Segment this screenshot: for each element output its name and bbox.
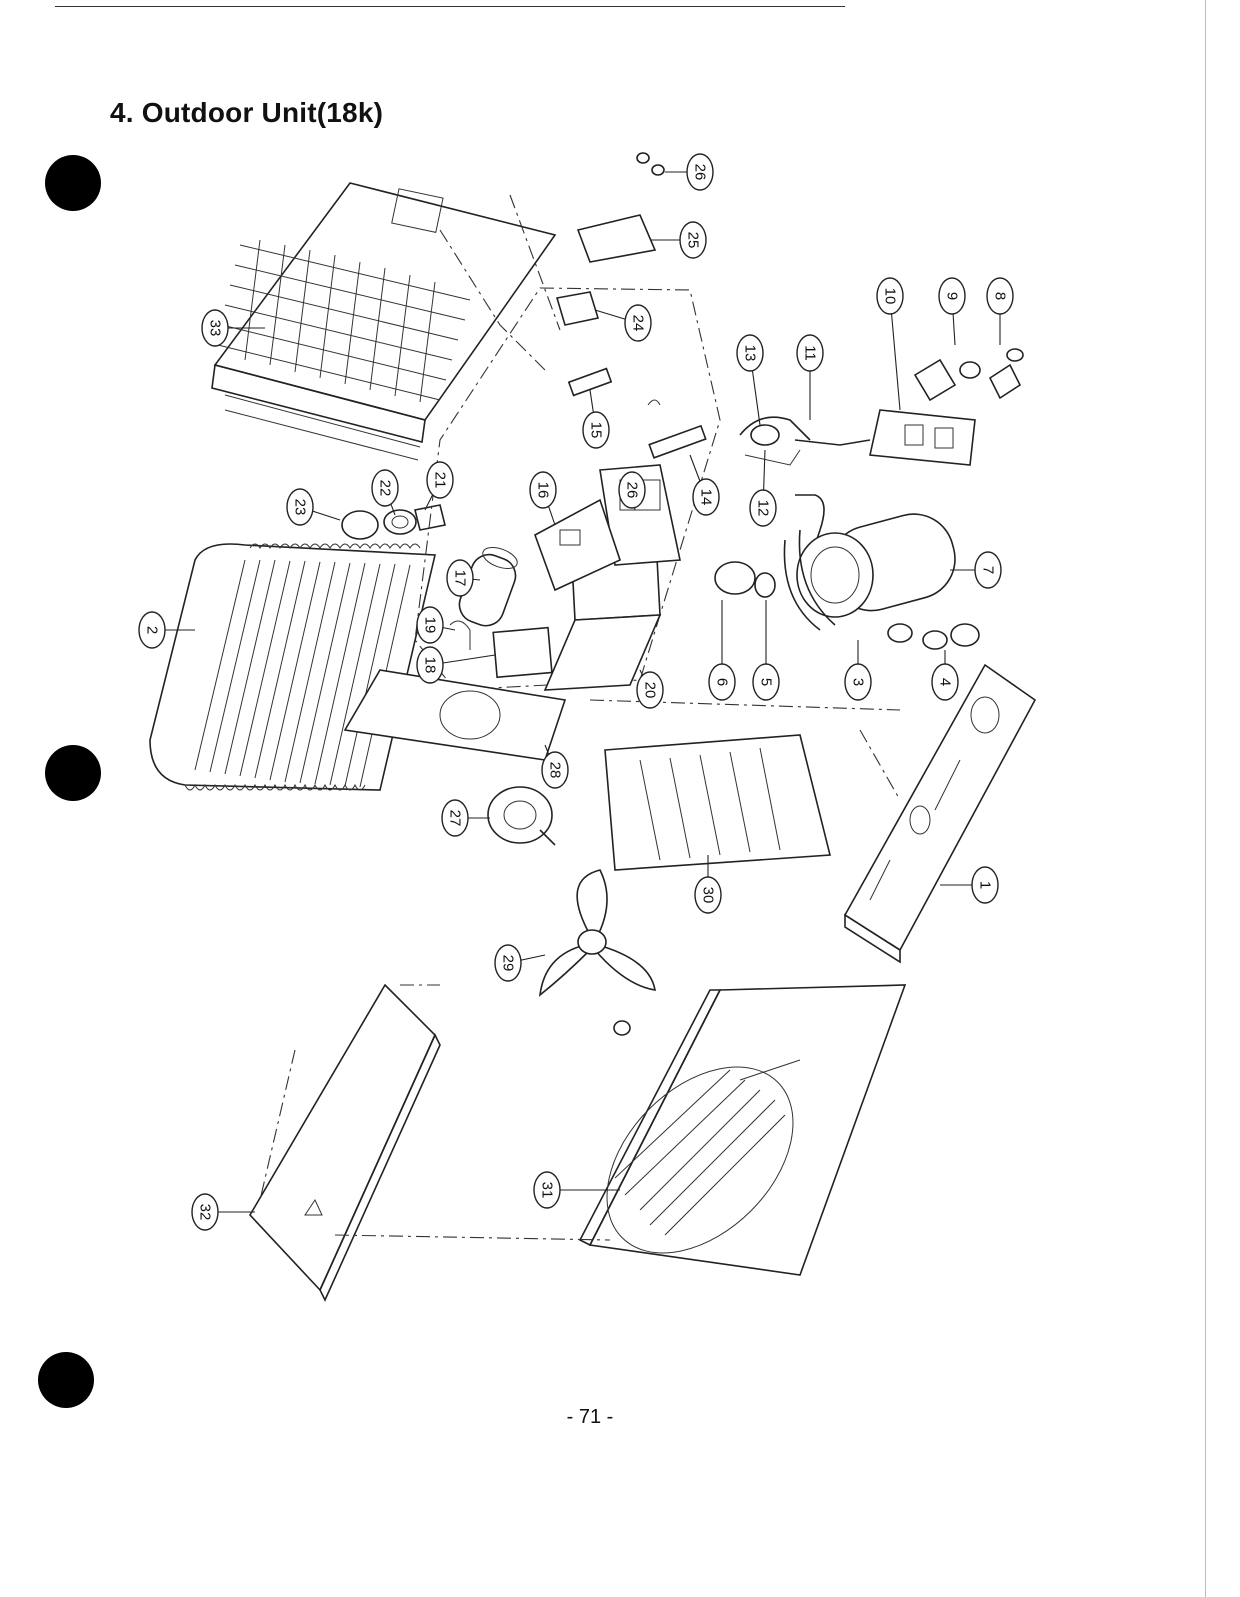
callout-circle — [441, 799, 469, 837]
compressor — [714, 494, 980, 650]
callout-label: 9 — [944, 292, 961, 300]
assembly-lines — [259, 194, 901, 1241]
callout-circle — [986, 277, 1014, 315]
callout-label: 25 — [685, 232, 702, 249]
top-cover-panel — [211, 182, 557, 461]
callout-label: 29 — [500, 955, 517, 972]
fan-propeller — [538, 869, 656, 1036]
callout-label: 20 — [642, 682, 659, 699]
callout-label: 26 — [692, 164, 709, 181]
callout-label: 23 — [292, 499, 309, 516]
callout-label: 16 — [535, 482, 552, 499]
callout-circle — [752, 663, 780, 701]
callout-circle — [974, 551, 1002, 589]
front-grille-panel — [578, 984, 907, 1276]
callout-circle — [494, 944, 522, 982]
side-panel — [249, 983, 441, 1302]
callout-circle — [541, 751, 569, 789]
callout-circle — [416, 646, 444, 684]
callout-label: 13 — [742, 345, 759, 362]
callout-label: 33 — [207, 320, 224, 337]
callout-label: 3 — [850, 678, 867, 686]
reversing-valve — [739, 416, 871, 466]
terminal-blocks — [567, 367, 707, 459]
pcb-board — [534, 498, 621, 592]
callout-circle — [736, 334, 764, 372]
callout-label: 14 — [698, 489, 715, 506]
callout-label: 12 — [755, 500, 772, 517]
callout-label: 22 — [377, 480, 394, 497]
callout-label: 21 — [432, 472, 449, 489]
callout-label: 10 — [882, 288, 899, 305]
callout-circle — [416, 606, 444, 644]
callout-label: 26 — [624, 482, 641, 499]
callout-circle — [844, 663, 872, 701]
callout-circle — [636, 671, 664, 709]
right-edge-rule — [1205, 0, 1206, 1597]
callout-circle — [371, 469, 399, 507]
callout-circle — [201, 309, 229, 347]
callout-circle — [426, 461, 454, 499]
callout-circle — [191, 1193, 219, 1231]
top-brackets — [555, 152, 665, 326]
callout-label: 6 — [714, 678, 731, 686]
callout-leader — [889, 295, 901, 411]
binder-hole-bottom — [38, 1352, 94, 1408]
callout-circle — [686, 153, 714, 191]
callout-label: 30 — [700, 887, 717, 904]
callout-circle — [582, 411, 610, 449]
page-number: - 71 - — [566, 1406, 614, 1428]
callout-circle — [446, 559, 474, 597]
callout-label: 2 — [144, 626, 161, 634]
callout-circle — [138, 611, 166, 649]
callout-label: 5 — [758, 678, 775, 686]
relay — [449, 620, 553, 679]
reactor-assembly — [341, 504, 446, 540]
callout-label: 24 — [630, 315, 647, 332]
callout-circle — [694, 876, 722, 914]
callout-label: 28 — [547, 762, 564, 779]
callout-label: 27 — [447, 810, 464, 827]
callout-label: 32 — [197, 1204, 214, 1221]
callout-circle — [624, 304, 652, 342]
page-title: 4. Outdoor Unit(18k) — [110, 97, 384, 128]
callout-label: 18 — [422, 657, 439, 674]
motor-bracket — [343, 669, 567, 761]
callout-circle — [286, 488, 314, 526]
callout-label: 8 — [992, 292, 1009, 300]
binder-hole-middle — [45, 745, 101, 801]
callout-circle — [876, 277, 904, 315]
callout-circle — [679, 221, 707, 259]
callout-circle — [533, 1171, 561, 1209]
callout-circle — [931, 663, 959, 701]
callout-label: 15 — [588, 422, 605, 439]
callout-label: 19 — [422, 617, 439, 634]
condenser-coil — [149, 543, 436, 791]
callout-label: 7 — [980, 566, 997, 574]
callout-circle — [796, 334, 824, 372]
partition-panel — [604, 734, 832, 871]
callout-label: 4 — [937, 678, 954, 686]
callout-circle — [529, 471, 557, 509]
callout-label: 1 — [977, 881, 994, 889]
callout-circle — [971, 866, 999, 904]
callout-circle — [708, 663, 736, 701]
callout-label: 17 — [452, 570, 469, 587]
callout-circle — [749, 489, 777, 527]
callout-label: 11 — [802, 345, 819, 361]
callout-circle — [692, 478, 720, 516]
base-pan — [843, 663, 1037, 964]
binder-hole-top — [45, 155, 101, 211]
callout-circle — [618, 471, 646, 509]
fan-motor — [487, 786, 556, 846]
callout-circle — [938, 277, 966, 315]
top-rule — [55, 6, 845, 7]
callout-label: 31 — [539, 1182, 556, 1199]
service-valves — [869, 348, 1024, 466]
